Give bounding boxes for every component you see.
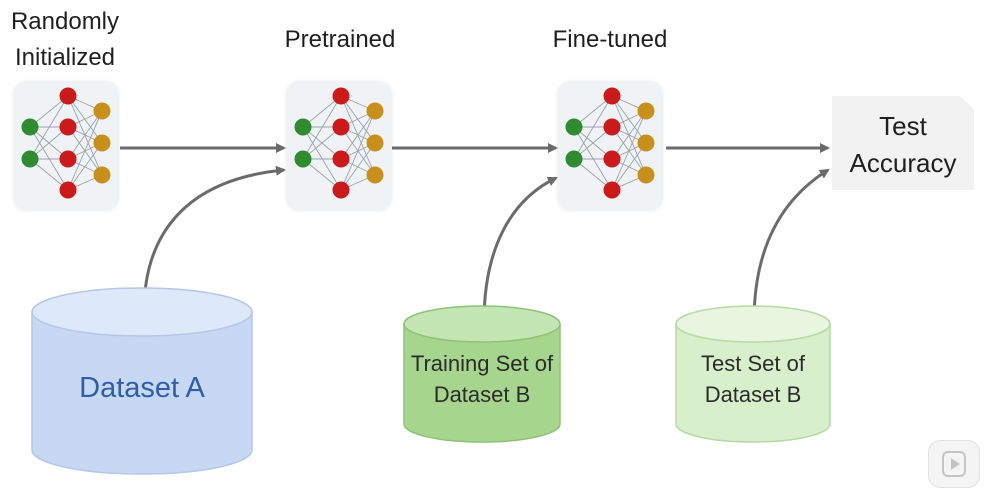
hidden-node xyxy=(603,118,621,136)
input-node xyxy=(21,150,39,168)
test-accuracy-box: Test Accuracy xyxy=(832,96,974,190)
nn-connection xyxy=(67,110,103,191)
hidden-node xyxy=(332,118,350,136)
input-node xyxy=(565,118,583,136)
test-accuracy-label: Test Accuracy xyxy=(849,111,957,178)
input-node xyxy=(294,150,312,168)
output-node xyxy=(366,134,384,152)
output-node xyxy=(637,166,655,184)
hidden-node xyxy=(59,118,77,136)
hidden-node xyxy=(332,181,350,199)
hidden-node xyxy=(603,87,621,105)
output-node xyxy=(93,102,111,120)
label-randomly-initialized: Randomly Initialized xyxy=(10,8,120,71)
training-set-b-label: Training Set of Dataset B xyxy=(410,351,554,407)
nn-connection xyxy=(340,110,376,160)
label-fine-tuned: Fine-tuned xyxy=(552,26,668,53)
nn-connection xyxy=(29,126,69,191)
label-pretrained: Pretrained xyxy=(284,26,396,53)
hidden-node xyxy=(332,150,350,168)
nn-connection xyxy=(611,142,647,191)
input-node xyxy=(21,118,39,136)
output-node xyxy=(93,134,111,152)
output-node xyxy=(366,102,384,120)
nn-connection xyxy=(67,95,103,144)
hidden-node xyxy=(59,181,77,199)
nn-connection xyxy=(340,110,376,191)
model-pretrained xyxy=(287,82,391,210)
hidden-node xyxy=(59,150,77,168)
nn-connection xyxy=(340,95,376,144)
nn-connection xyxy=(611,110,647,191)
output-node xyxy=(637,102,655,120)
hidden-node xyxy=(332,87,350,105)
nn-connection xyxy=(67,110,103,160)
output-node xyxy=(637,134,655,152)
nn-connection xyxy=(29,95,69,160)
test-set-b-label: Test Set of Dataset B xyxy=(701,351,805,407)
arrow-train-b-to-finetuned xyxy=(482,176,558,323)
nn-connection xyxy=(340,142,376,191)
hidden-node xyxy=(603,150,621,168)
output-node xyxy=(93,166,111,184)
hidden-node xyxy=(59,87,77,105)
dataset-a-label: Dataset A xyxy=(79,372,205,404)
model-fine-tuned xyxy=(558,82,662,210)
input-node xyxy=(565,150,583,168)
nn-connection xyxy=(611,95,647,144)
model-randomly-initialized xyxy=(14,82,118,210)
nn-connection xyxy=(67,142,103,191)
nn-connection xyxy=(302,95,342,160)
nn-connection xyxy=(573,95,613,160)
arrow-dataset-a-to-pretrained xyxy=(142,165,286,313)
input-node xyxy=(294,118,312,136)
nn-connection xyxy=(611,110,647,160)
nn-connection xyxy=(573,126,613,191)
arrow-test-b-to-accuracy xyxy=(752,168,830,323)
nn-connection xyxy=(302,126,342,191)
play-icon xyxy=(942,451,966,477)
output-node xyxy=(366,166,384,184)
play-button[interactable] xyxy=(928,440,980,488)
hidden-node xyxy=(603,181,621,199)
